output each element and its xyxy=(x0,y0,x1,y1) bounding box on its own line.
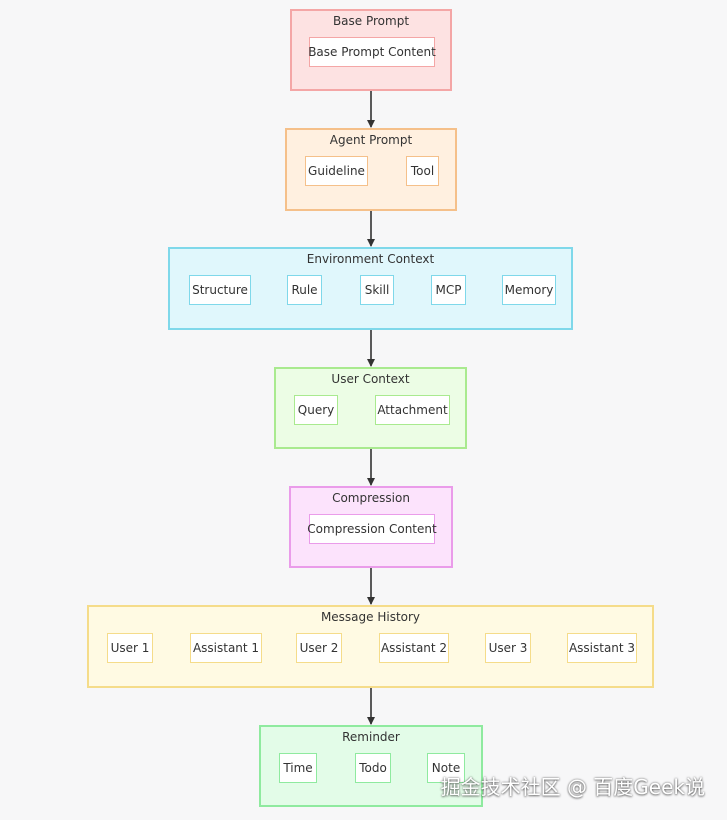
node-base-prompt-content: Base Prompt Content xyxy=(308,37,436,67)
group-agent-prompt: Agent Prompt Guideline Tool xyxy=(285,128,457,211)
node-assistant-2: Assistant 2 xyxy=(379,633,449,663)
group-title-user-context: User Context xyxy=(331,372,410,386)
node-skill: Skill xyxy=(360,275,394,305)
group-compression: Compression Compression Content xyxy=(289,486,453,568)
group-environment-context: Environment Context Structure Rule Skill… xyxy=(168,247,573,330)
node-compression-content: Compression Content xyxy=(307,514,437,544)
group-title-environment-context: Environment Context xyxy=(306,252,435,266)
group-title-base-prompt: Base Prompt xyxy=(332,14,410,28)
node-memory: Memory xyxy=(502,275,556,305)
group-title-message-history: Message History xyxy=(320,610,421,624)
watermark: 掘金技术社区 @ 百度Geek说 xyxy=(440,775,705,799)
node-user-1: User 1 xyxy=(107,633,153,663)
node-mcp: MCP xyxy=(431,275,466,305)
node-query: Query xyxy=(294,395,338,425)
group-title-agent-prompt: Agent Prompt xyxy=(329,133,413,147)
node-note: Note xyxy=(427,753,465,783)
node-guideline: Guideline xyxy=(305,156,368,186)
node-assistant-1: Assistant 1 xyxy=(190,633,262,663)
node-assistant-3: Assistant 3 xyxy=(567,633,637,663)
node-tool: Tool xyxy=(406,156,439,186)
group-reminder: Reminder Time Todo Note xyxy=(259,725,483,807)
node-time: Time xyxy=(279,753,317,783)
group-user-context: User Context Query Attachment xyxy=(274,367,467,449)
node-rule: Rule xyxy=(287,275,322,305)
group-message-history: Message History User 1 Assistant 1 User … xyxy=(87,605,654,688)
group-title-reminder: Reminder xyxy=(342,730,400,744)
node-attachment: Attachment xyxy=(375,395,450,425)
node-structure: Structure xyxy=(189,275,251,305)
node-user-3: User 3 xyxy=(485,633,531,663)
node-todo: Todo xyxy=(355,753,391,783)
group-title-compression: Compression xyxy=(332,491,410,505)
node-user-2: User 2 xyxy=(296,633,342,663)
group-base-prompt: Base Prompt Base Prompt Content xyxy=(290,9,452,91)
